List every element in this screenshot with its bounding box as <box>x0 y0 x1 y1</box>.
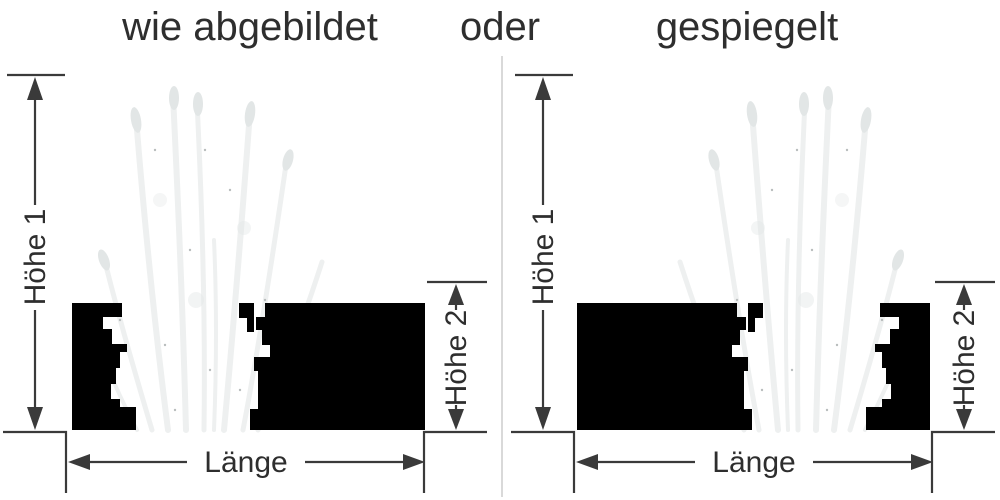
length-arrow-right-icon <box>403 454 425 470</box>
mirrored-artwork <box>577 86 930 430</box>
dimension-labels-left: Höhe 1 Höhe 2 Länge <box>19 209 473 479</box>
title-or: oder <box>460 5 540 49</box>
bottom-left-bracket <box>3 430 68 493</box>
height1-label: Höhe 1 <box>527 209 560 306</box>
length-label: Länge <box>712 446 795 479</box>
height1-arrow-up-icon <box>535 77 551 100</box>
height2-arrow-down-icon <box>956 409 972 430</box>
panel-as-shown: Höhe 1 Höhe 2 Länge <box>3 73 487 493</box>
dimension-lines-left <box>3 73 487 493</box>
height2-label: Höhe 2 <box>948 310 981 407</box>
arrowheads-left <box>27 77 464 470</box>
height1-arrow-down-icon <box>535 407 551 430</box>
height1-arrow-up-icon <box>27 77 43 100</box>
title-as-shown: wie abgebildet <box>121 5 378 49</box>
bottom-left-bracket <box>511 430 576 493</box>
panel-mirrored: Höhe 1 Höhe 2 Länge <box>511 73 995 493</box>
length-arrow-left-icon <box>576 454 598 470</box>
height2-arrow-up-icon <box>956 284 972 305</box>
height2-label: Höhe 2 <box>440 310 473 407</box>
length-arrow-left-icon <box>68 454 90 470</box>
length-arrow-right-icon <box>911 454 933 470</box>
dimension-labels-right: Höhe 1 Höhe 2 Länge <box>527 209 981 479</box>
height2-arrow-up-icon <box>448 284 464 305</box>
title-mirrored: gespiegelt <box>656 5 838 49</box>
length-label: Länge <box>204 446 287 479</box>
bottom-right-bracket <box>422 430 487 493</box>
bottom-right-bracket <box>930 430 995 493</box>
titles: wie abgebildet oder gespiegelt <box>121 5 838 49</box>
height2-arrow-down-icon <box>448 409 464 430</box>
dimension-lines-right <box>511 73 995 493</box>
height1-label: Höhe 1 <box>19 209 52 306</box>
height1-arrow-down-icon <box>27 407 43 430</box>
arrowheads-right <box>535 77 972 470</box>
